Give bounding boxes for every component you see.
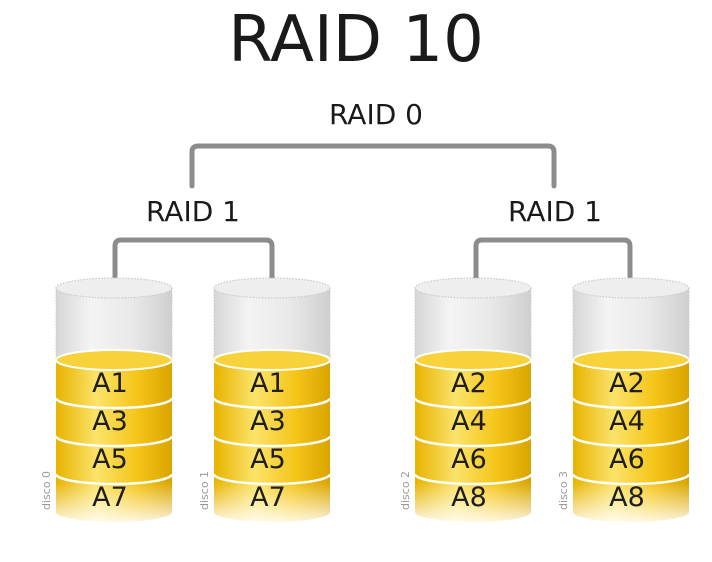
disk-glass bbox=[573, 288, 689, 360]
block-separator bbox=[54, 435, 174, 448]
disk-top bbox=[414, 277, 532, 299]
disk-reflection-fade bbox=[413, 482, 533, 524]
disk-glass bbox=[415, 288, 531, 360]
disk-glass bbox=[56, 288, 172, 360]
block-separator bbox=[571, 435, 691, 448]
disk-reflection-fade bbox=[212, 482, 332, 524]
raid1-left-label: RAID 1 bbox=[145, 195, 240, 228]
block-label: A4 bbox=[609, 406, 645, 437]
block-label: A3 bbox=[92, 406, 128, 437]
block-label: A3 bbox=[250, 406, 286, 437]
block-separator bbox=[212, 435, 332, 448]
raid1-right-label: RAID 1 bbox=[507, 195, 602, 228]
block-label: A8 bbox=[451, 482, 487, 513]
block-label: A4 bbox=[451, 406, 487, 437]
disk-label: disco 3 bbox=[557, 471, 570, 510]
disk-label: disco 1 bbox=[198, 471, 211, 510]
block-separator bbox=[212, 397, 332, 410]
disk-fill-top bbox=[55, 349, 173, 371]
raid0-bracket bbox=[189, 143, 557, 189]
disk-label: disco 2 bbox=[399, 471, 412, 510]
disk-top bbox=[572, 277, 690, 299]
disk-fill-top bbox=[572, 349, 690, 371]
block-label: A7 bbox=[92, 482, 128, 513]
raid0-label: RAID 0 bbox=[328, 98, 423, 131]
block-label: A2 bbox=[451, 368, 487, 399]
disk-fill-top bbox=[414, 349, 532, 371]
block-label: A1 bbox=[250, 368, 286, 399]
block-separator bbox=[413, 435, 533, 448]
block-label: A8 bbox=[609, 482, 645, 513]
disk-top bbox=[213, 277, 331, 299]
block-separator bbox=[571, 397, 691, 410]
disk-reflection-fade bbox=[571, 482, 691, 524]
diagram-title: RAID 10 bbox=[228, 3, 484, 77]
block-label: A6 bbox=[609, 444, 645, 475]
block-label: A5 bbox=[92, 444, 128, 475]
raid1-left-bracket bbox=[112, 237, 275, 291]
block-label: A7 bbox=[250, 482, 286, 513]
block-separator bbox=[54, 397, 174, 410]
block-label: A5 bbox=[250, 444, 286, 475]
block-label: A1 bbox=[92, 368, 128, 399]
raid1-right-bracket bbox=[473, 237, 633, 291]
block-label: A6 bbox=[451, 444, 487, 475]
disk-top bbox=[55, 277, 173, 299]
disk-glass bbox=[214, 288, 330, 360]
disk-label: disco 0 bbox=[40, 471, 53, 510]
disk-reflection-fade bbox=[54, 482, 174, 524]
block-separator bbox=[413, 397, 533, 410]
disk-fill-top bbox=[213, 349, 331, 371]
block-label: A2 bbox=[609, 368, 645, 399]
